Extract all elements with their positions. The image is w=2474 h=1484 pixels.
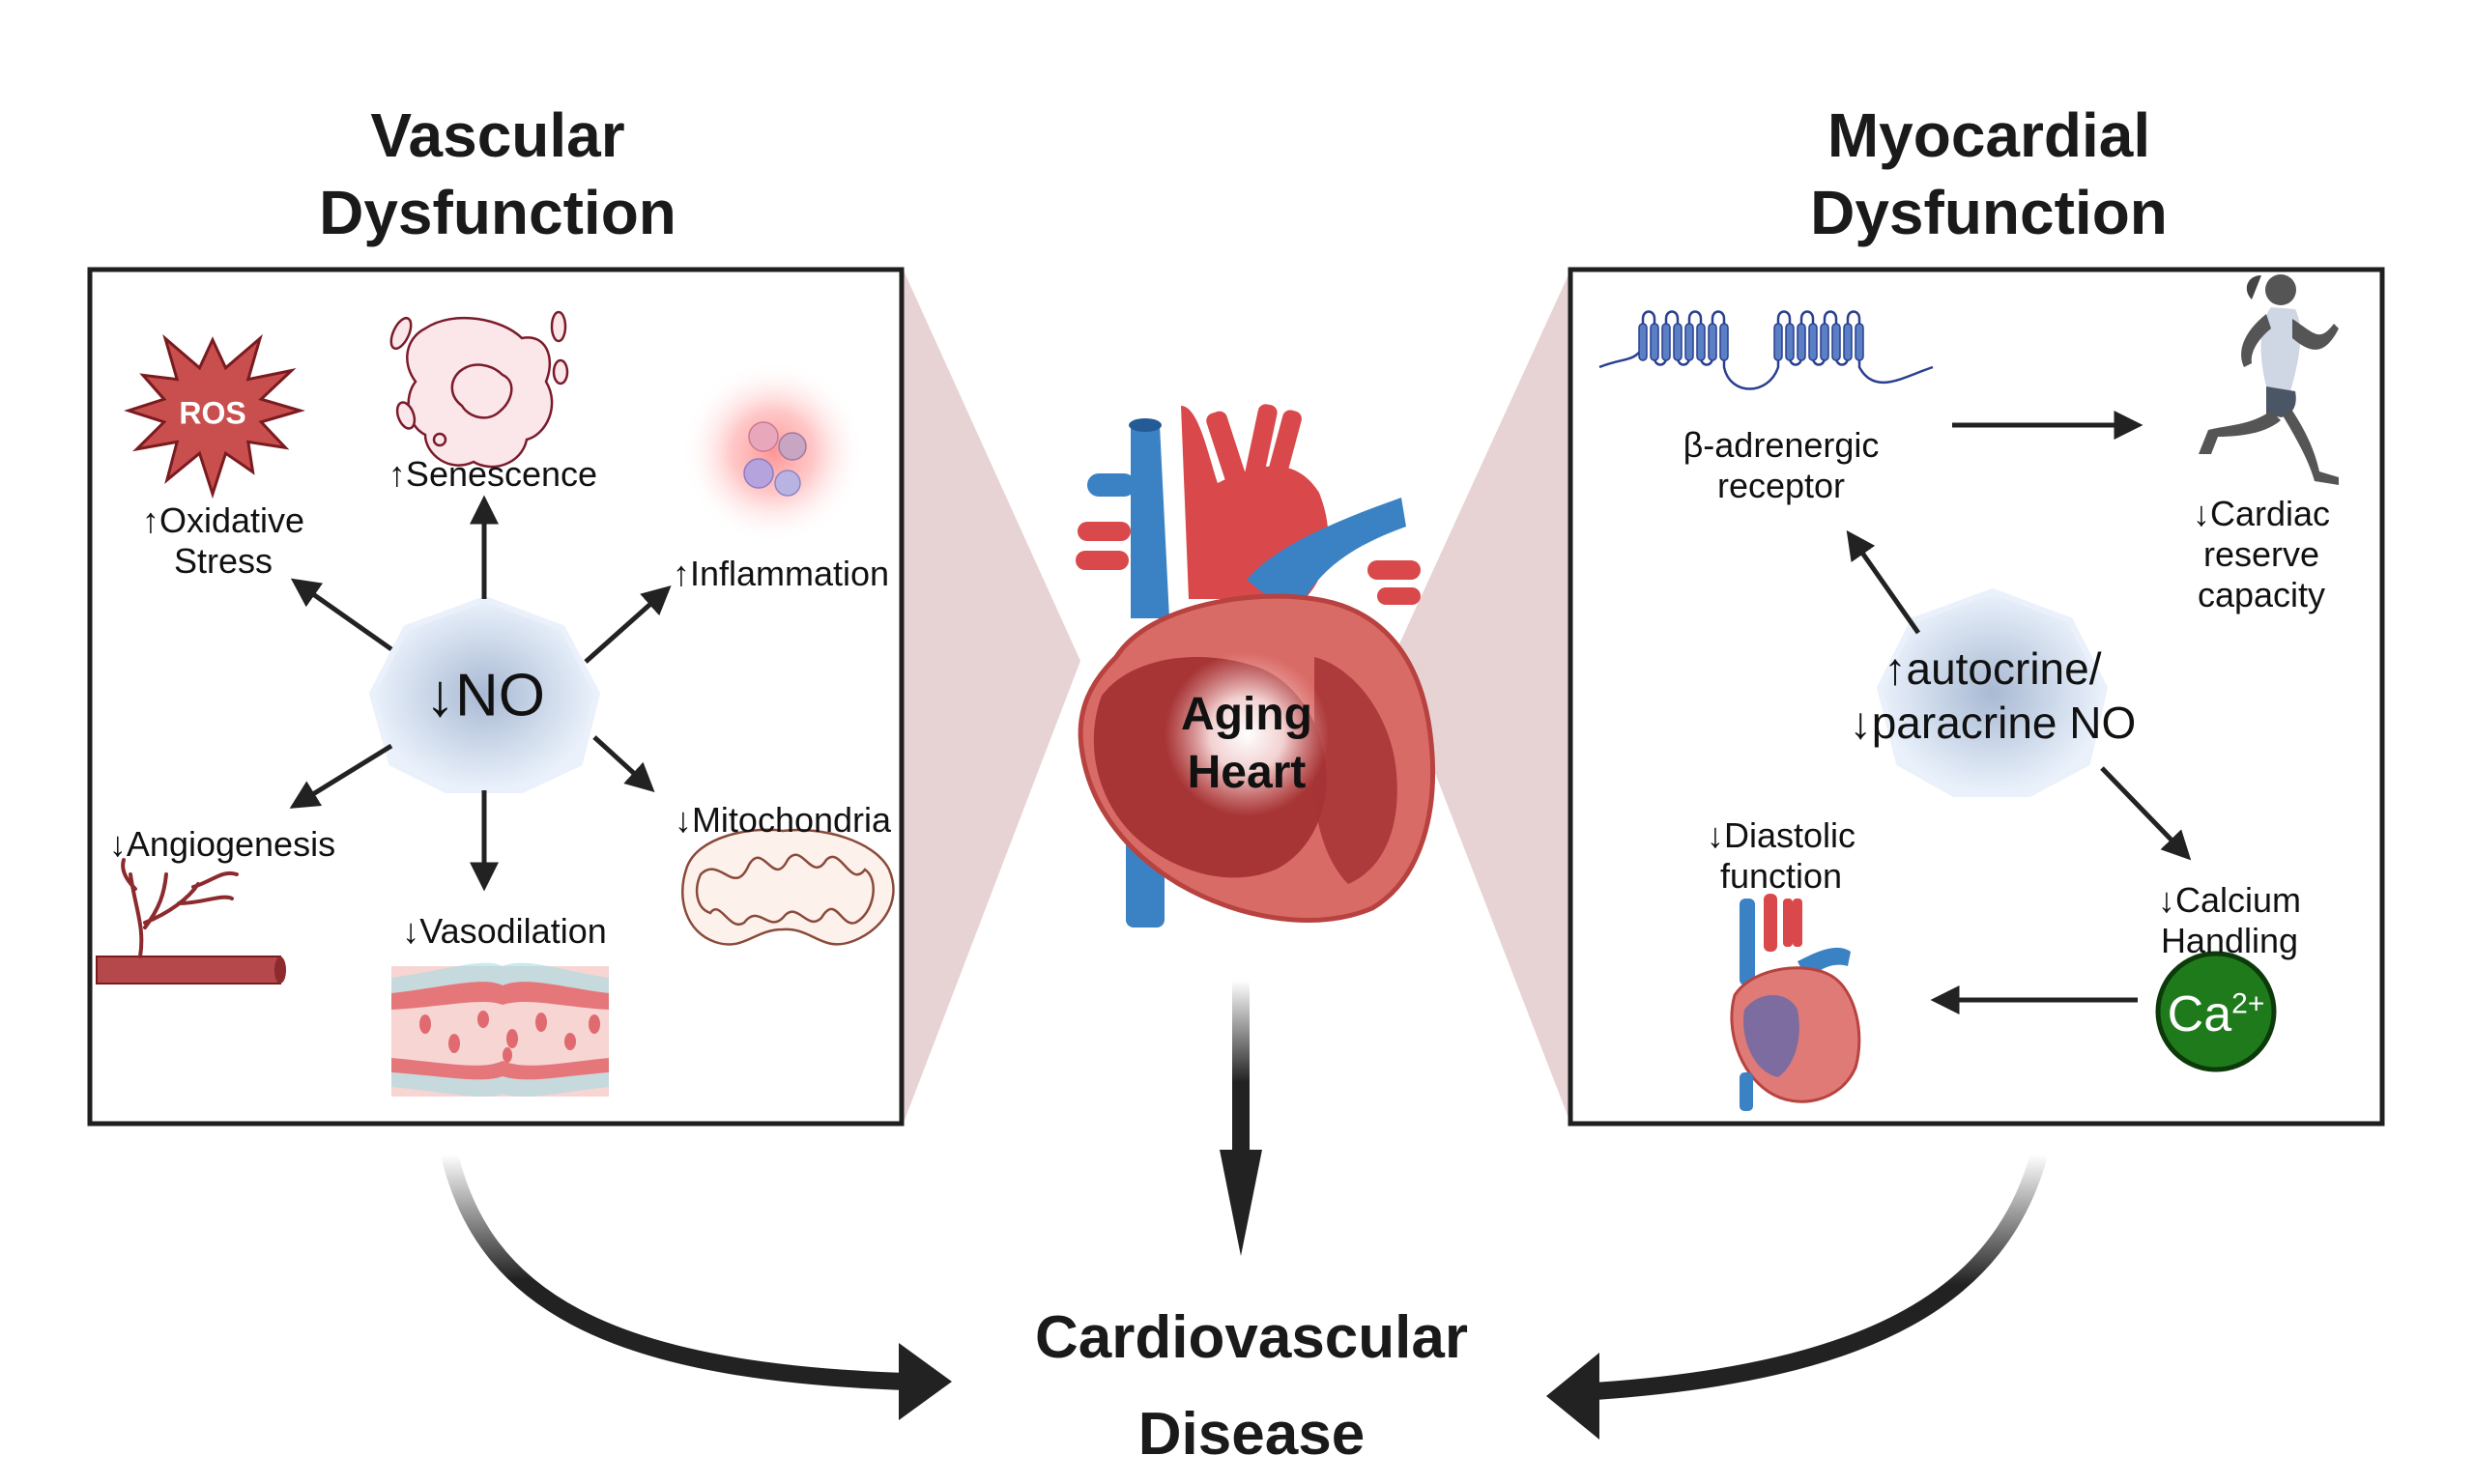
- runner-icon: [2199, 274, 2339, 485]
- calcium-ion-label: Ca2+: [2168, 985, 2265, 1043]
- diastolic-heart-icon: [1730, 894, 1861, 1111]
- transmembrane-helix: [1673, 323, 1683, 361]
- calcium-line2: Handling: [2160, 921, 2299, 960]
- inflammation-cells-icon: [681, 360, 865, 544]
- ros-label: ROS: [179, 395, 246, 431]
- transmembrane-helix: [1773, 323, 1783, 361]
- transmembrane-helix: [1831, 323, 1841, 361]
- beta-receptor-label: β-adrenergic receptor: [1683, 425, 1880, 506]
- no-label: ↓NO: [425, 662, 545, 729]
- aging-heart-line1: Aging: [1181, 689, 1312, 740]
- diastolic-line1: ↓Diastolic: [1706, 815, 1856, 855]
- cardiac-reserve-line1: ↓Cardiac: [2192, 494, 2331, 533]
- aging-heart-line2: Heart: [1187, 747, 1307, 798]
- diastolic-function-label: ↓Diastolic function: [1707, 815, 1856, 897]
- transmembrane-helix: [1843, 323, 1853, 361]
- transmembrane-helix: [1820, 323, 1829, 361]
- myocardial-title: Myocardial Dysfunction: [1810, 97, 2168, 251]
- arrow-to-angiogenesis: [289, 743, 393, 809]
- heart-to-disease-arrow-shaft: [1232, 981, 1250, 1150]
- angiogenesis-label: ↓Angiogenesis: [108, 824, 336, 864]
- transmembrane-helix: [1855, 323, 1864, 361]
- aging-heart-illustration: [1076, 404, 1435, 928]
- beta-receptor-line1: β-adrenergic: [1683, 425, 1880, 465]
- transmembrane-helix: [1719, 323, 1729, 361]
- vascular-title: Vascular Dysfunction: [319, 97, 676, 251]
- heart-to-disease-arrowhead: [1220, 1150, 1262, 1256]
- cardiac-reserve-line2: reserve: [2202, 534, 2320, 574]
- senescence-label: ↑Senescence: [388, 454, 598, 494]
- autocrine-no-blob-icon: [1877, 588, 2108, 797]
- transmembrane-helix: [1785, 323, 1795, 361]
- myocardial-title-line1: Myocardial: [1827, 100, 2151, 170]
- paracrine-line: ↓paracrine NO: [1849, 698, 2137, 748]
- vascular-title-line1: Vascular: [370, 100, 625, 170]
- vascular-title-line2: Dysfunction: [319, 178, 676, 247]
- oxidative-stress-line2: Stress: [173, 541, 273, 581]
- vascular-to-disease-arrow: [441, 1152, 909, 1390]
- transmembrane-helix: [1797, 323, 1806, 361]
- cardiovascular-disease-label: Cardiovascular Disease: [1035, 1290, 1468, 1483]
- vasodilation-label: ↓Vasodilation: [402, 911, 607, 951]
- arrow-no-to-receptor: [1846, 529, 1921, 635]
- calcium-symbol: Ca: [2167, 986, 2232, 1042]
- artery-cross-section-icon: [391, 962, 609, 1097]
- beta-receptor-line2: receptor: [1716, 466, 1846, 505]
- cardiac-reserve-label: ↓Cardiac reserve capacity: [2193, 494, 2330, 615]
- blood-vessel-icon: [96, 858, 286, 985]
- calcium-line1: ↓Calcium: [2157, 880, 2302, 920]
- inflammation-label: ↑Inflammation: [672, 554, 890, 593]
- mitochondrion-icon: [681, 828, 895, 946]
- ros-burst-icon: [124, 333, 305, 499]
- arrow-to-inflammation: [584, 585, 672, 664]
- transmembrane-helix: [1708, 323, 1717, 361]
- oxidative-stress-line1: ↑Oxidative: [141, 500, 305, 540]
- diastolic-line2: function: [1719, 856, 1843, 896]
- oxidative-stress-label: ↑Oxidative Stress: [142, 500, 304, 582]
- outcome-line2: Disease: [1137, 1401, 1366, 1468]
- transmembrane-helix: [1808, 323, 1818, 361]
- transmembrane-helix: [1638, 323, 1648, 361]
- autocrine-line: ↑autocrine/: [1884, 643, 2102, 694]
- transmembrane-helix: [1650, 323, 1659, 361]
- arrow-no-to-calcium: [2100, 766, 2192, 861]
- cardiac-reserve-line3: capacity: [2197, 575, 2326, 614]
- arrow-to-oxidative-stress: [290, 578, 393, 652]
- left-zoom-wedge: [904, 271, 1080, 1123]
- myocardial-to-disease-arrow: [1594, 1152, 2048, 1400]
- transmembrane-helix: [1661, 323, 1671, 361]
- arrow-to-mitochondria: [592, 735, 655, 793]
- myocardial-title-line2: Dysfunction: [1810, 178, 2168, 247]
- outcome-line1: Cardiovascular: [1035, 1304, 1468, 1371]
- calcium-ion-icon: [2155, 951, 2277, 1072]
- transmembrane-helix: [1696, 323, 1706, 361]
- aging-heart-label: Aging Heart: [1181, 686, 1312, 802]
- autocrine-paracrine-label: ↑autocrine/ ↓paracrine NO: [1850, 642, 2137, 750]
- right-zoom-wedge: [1392, 271, 1570, 1123]
- transmembrane-helix: [1684, 323, 1694, 361]
- calcium-charge: 2+: [2231, 987, 2265, 1020]
- calcium-handling-label: ↓Calcium Handling: [2158, 880, 2301, 961]
- mitochondria-label: ↓Mitochondria: [674, 800, 892, 840]
- senescent-cell-icon: [389, 310, 569, 469]
